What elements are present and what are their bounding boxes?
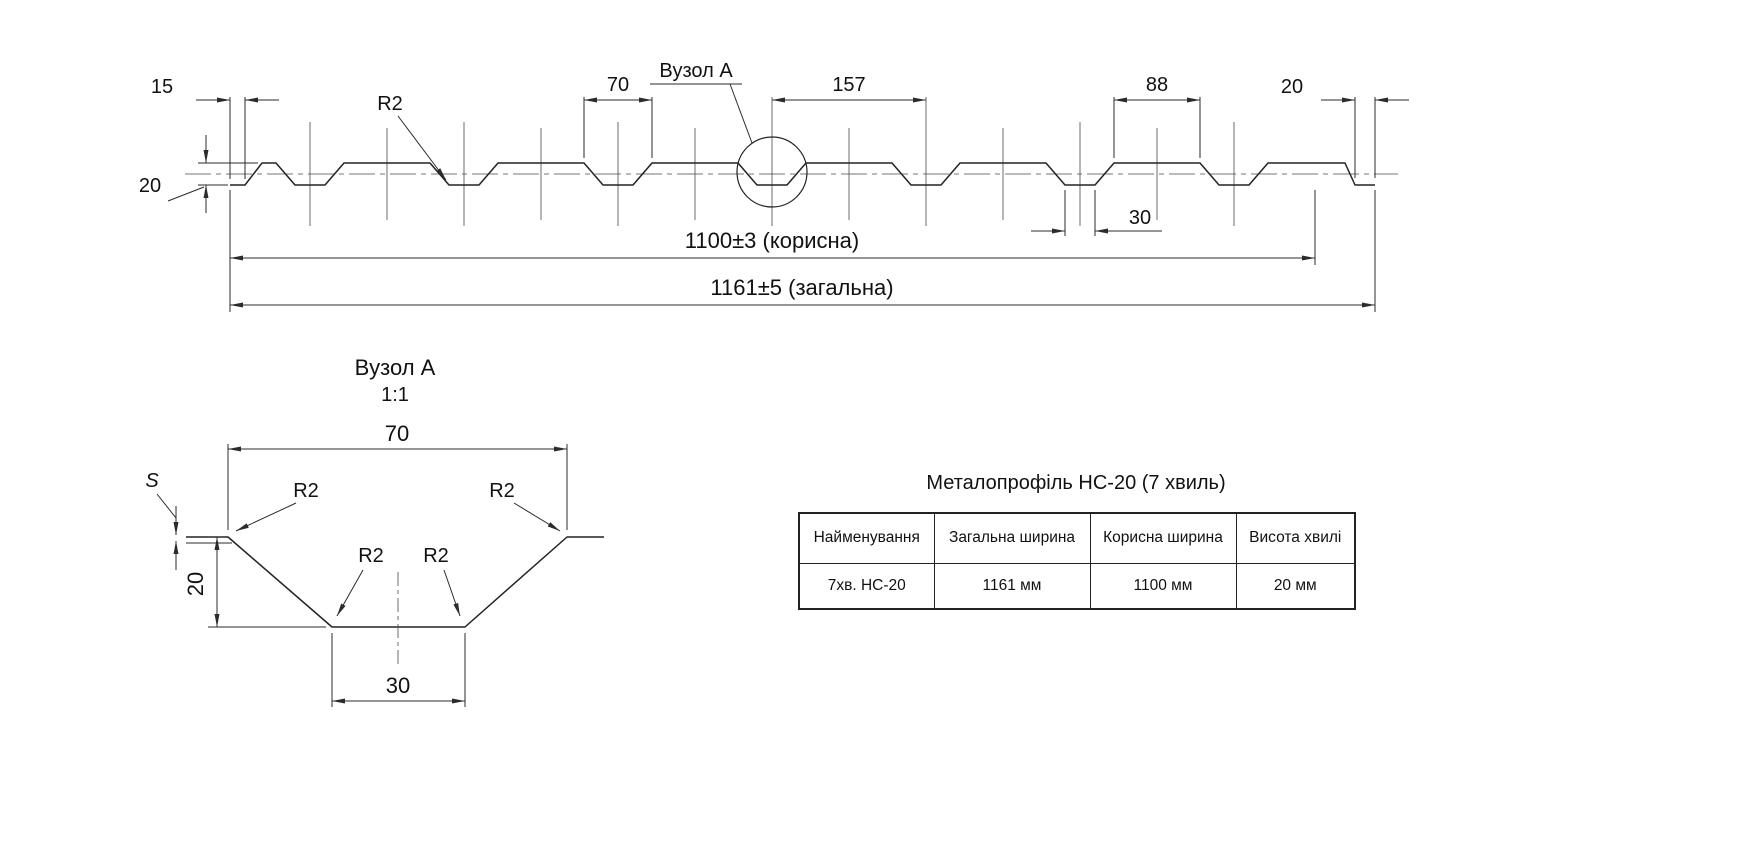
col-header-name: Найменування [798,512,935,564]
dim-total-label: 1161±5 (загальна) [710,275,893,300]
node-ref-leader [729,83,753,144]
cell-total-width: 1161 мм [933,562,1091,610]
dim-useful-label: 1100±3 (корисна) [685,228,859,253]
dim-20-left-label: 20 [139,175,161,197]
thickness-label: S [145,470,159,492]
radius-tr-label: R2 [489,480,515,502]
detail-profile-outline [186,536,604,628]
groove-centerlines [309,97,1235,226]
detail-radius-tl: R2 [235,480,319,532]
radius-bl-label: R2 [358,545,384,567]
dim-157: 157 [772,74,926,103]
spec-table-title: Металопрофіль НС-20 (7 хвиль) [926,472,1226,494]
dim-15-label: 15 [151,76,173,98]
detail-radius-bl: R2 [336,545,384,617]
detail-dim-30: 30 [331,633,466,707]
dim-20-right-label: 20 [1281,76,1303,98]
node-a-circle [736,136,808,208]
detail-dim-20-label: 20 [183,572,208,596]
dim-15: 15 [151,76,279,179]
detail-dim-70-label: 70 [385,421,409,446]
dim-157-label: 157 [832,74,865,96]
table-row: 7хв. НС-20 1161 мм 1100 мм 20 мм [798,562,1356,610]
col-header-useful-width: Корисна ширина [1089,512,1237,564]
col-header-wave-height: Висота хвилі [1235,512,1356,564]
radius-br-label: R2 [423,545,449,567]
col-header-total-width: Загальна ширина [933,512,1091,564]
spec-table: Найменування Загальна ширина Корисна шир… [798,512,1356,610]
dim-30: 30 [1031,190,1162,236]
detail-dim-70: 70 [227,421,568,530]
detail-radius-tr: R2 [489,480,561,532]
dim-total-width: 1161±5 (загальна) [230,190,1376,312]
dim-20-left: 20 [139,135,258,213]
spec-table-block: Металопрофіль НС-20 (7 хвиль) Найменуван… [798,472,1356,610]
thickness-callout: S [145,470,179,570]
detail-dim-20: 20 [183,536,326,628]
dim-30-label: 30 [1129,207,1151,229]
dim-88-label: 88 [1146,74,1168,96]
crest-centerlines [386,128,1158,220]
dim-useful-width: 1100±3 (корисна) [229,190,1316,312]
detail-view: Вузол А 1:1 70 S R2 R2 [145,355,604,707]
spec-table-header-row: Найменування Загальна ширина Корисна шир… [798,512,1356,564]
profile-outline [230,162,1375,186]
dim-70: 70 [583,74,653,158]
radius-label: R2 [377,93,403,115]
detail-scale: 1:1 [381,384,409,406]
dim-70-label: 70 [607,74,629,96]
radius-callout: R2 [377,93,447,181]
node-ref-label: Вузол А [659,60,733,82]
detail-dim-30-label: 30 [386,673,410,698]
main-profile-view: Вузол А 15 20 R2 [139,60,1409,312]
radius-tl-label: R2 [293,480,319,502]
dim-20-right: 20 [1281,76,1409,178]
cell-useful-width: 1100 мм [1089,562,1237,610]
cell-wave-height: 20 мм [1235,562,1356,610]
cell-name: 7хв. НС-20 [798,562,935,610]
dim-88: 88 [1113,74,1201,158]
detail-title: Вузол А [355,355,436,380]
detail-radius-br: R2 [423,545,461,617]
